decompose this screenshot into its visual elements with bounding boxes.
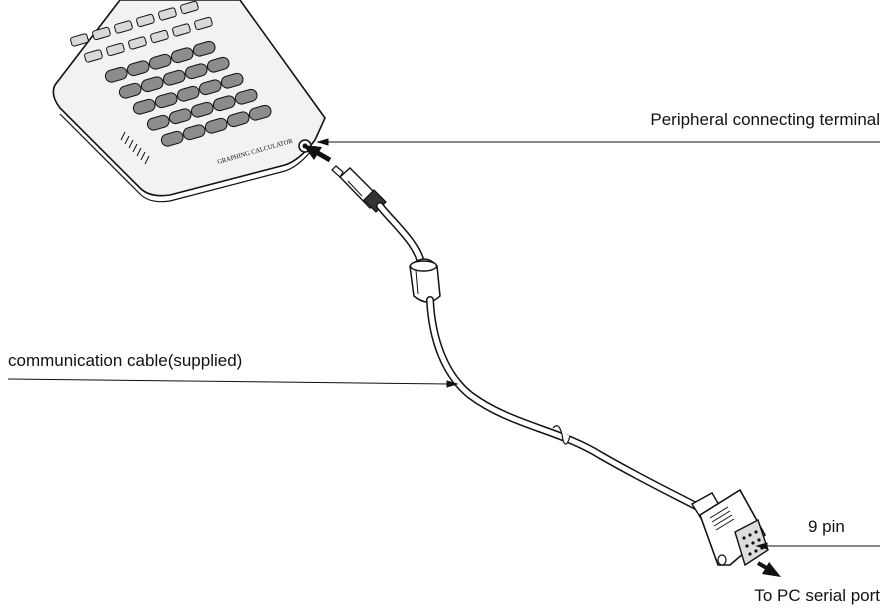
calculator-key <box>184 63 208 80</box>
calculator-key <box>170 47 194 64</box>
grip-ridges <box>120 131 150 165</box>
cable-segment-lower <box>426 296 704 512</box>
calculator-key <box>234 88 258 105</box>
calculator-key <box>204 117 228 134</box>
calculator-key <box>114 20 133 34</box>
calculator-key <box>198 79 222 96</box>
calculator-key <box>226 111 250 128</box>
calculator-key <box>160 130 184 147</box>
calculator-key <box>84 49 103 63</box>
calculator-key <box>132 98 156 115</box>
calculator-key <box>104 66 128 83</box>
calculator-key <box>118 82 142 99</box>
calculator-key <box>126 60 150 77</box>
calculator-edge <box>59 113 316 203</box>
calculator-key <box>194 16 213 31</box>
calculator-key <box>212 95 236 112</box>
calculator-key <box>168 108 192 125</box>
plug-tip <box>331 165 344 178</box>
calculator-key <box>148 53 172 70</box>
calculator-key <box>106 42 125 57</box>
calculator-key <box>154 92 178 109</box>
calculator-key <box>192 40 216 57</box>
calculator-key <box>70 33 89 47</box>
calculator-key <box>140 76 164 93</box>
db9-connector <box>691 488 769 567</box>
calculator-key <box>172 23 191 37</box>
communication-cable <box>331 165 704 512</box>
calculator-key <box>146 114 170 131</box>
calculator-key <box>182 124 206 141</box>
calculator-key <box>206 56 230 73</box>
calculator-key <box>220 72 244 89</box>
connector-screw <box>717 554 727 566</box>
leader-cable <box>7 378 451 385</box>
calculator-key <box>128 36 147 50</box>
calculator-key <box>150 29 169 44</box>
calculator-key <box>92 26 111 41</box>
label-communication-cable: communication cable(supplied) <box>8 351 243 370</box>
label-peripheral-terminal: Peripheral connecting terminal <box>650 110 880 129</box>
label-pc-serial-port: To PC serial port <box>754 586 880 605</box>
calculator-key <box>136 13 155 28</box>
calculator: GRAPHING CALCULATOR <box>52 0 326 203</box>
calculator-key <box>176 85 200 102</box>
serial-port-arrow <box>756 561 781 577</box>
calculator-key <box>162 69 186 86</box>
insert-arrow <box>303 145 332 163</box>
calculator-key <box>190 101 214 118</box>
calculator-keypad <box>70 0 272 147</box>
calculator-key <box>248 104 272 121</box>
cable-break-mark <box>552 425 571 445</box>
calculator-key <box>158 7 177 21</box>
calculator-key <box>180 0 199 15</box>
leader-lines <box>7 138 880 550</box>
label-nine-pin: 9 pin <box>808 517 845 536</box>
